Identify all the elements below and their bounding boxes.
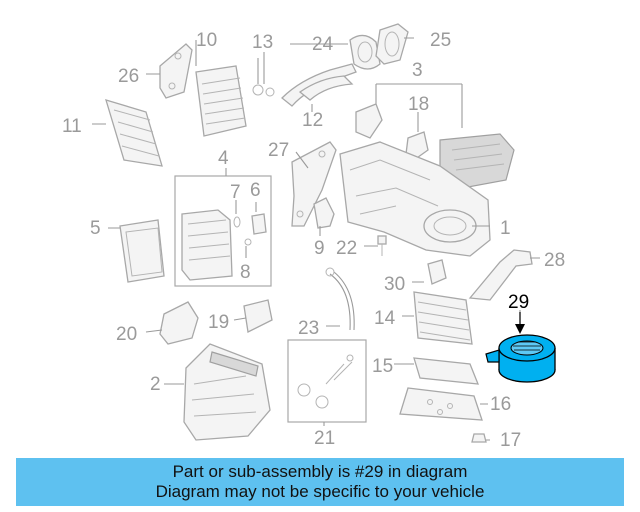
callout-8: 8: [240, 262, 251, 283]
leader-lines: [92, 37, 540, 441]
part-26-bracket: [159, 43, 193, 99]
part-11-heater-core: [105, 99, 163, 167]
part-10-evaporator: [195, 65, 247, 137]
banner-line-1: Part or sub-assembly is #29 in diagram: [172, 462, 468, 481]
callout-19: 19: [208, 312, 229, 333]
callout-26: 26: [118, 66, 139, 87]
callout-18: 18: [408, 94, 429, 115]
info-banner: Part or sub-assembly is #29 in diagram D…: [16, 458, 624, 506]
part-17-screw: [471, 433, 487, 443]
part-13-valve: [252, 52, 275, 97]
callout-23: 23: [298, 318, 319, 339]
callout-10: 10: [196, 30, 217, 51]
part-27-bracket: [291, 141, 337, 227]
part-21-box: [287, 339, 367, 423]
part-30-clip: [427, 259, 447, 285]
part-18-actuator: [405, 131, 429, 161]
callout-1: 1: [500, 218, 511, 239]
part-2-lower-housing: [183, 343, 271, 441]
part-14-filter: [413, 291, 473, 345]
callout-30: 30: [384, 274, 405, 295]
callout-14: 14: [374, 308, 396, 329]
callout-28: 28: [544, 250, 565, 271]
part-24-gasket: [349, 34, 381, 70]
callout-6: 6: [250, 180, 261, 201]
callout-9: 9: [314, 238, 325, 259]
part-19-actuator: [243, 299, 273, 333]
callout-2: 2: [150, 374, 161, 395]
callout-12: 12: [302, 110, 323, 131]
callout-27: 27: [268, 140, 289, 161]
part-15-channel: [413, 357, 480, 385]
callout-3: 3: [412, 60, 423, 81]
callout-15: 15: [372, 356, 393, 377]
callout-24: 24: [312, 34, 334, 55]
part-4-box: [174, 175, 272, 287]
part-12-pipe: [281, 63, 357, 107]
part-5-filter: [119, 219, 165, 283]
callout-20: 20: [116, 324, 137, 345]
part-22-bolt: [377, 235, 387, 256]
callout-11: 11: [62, 116, 82, 137]
part-9-sensor: [313, 197, 335, 229]
part-23-hose: [325, 267, 355, 331]
part-29-blower-motor: [485, 334, 556, 383]
callout-13: 13: [252, 32, 273, 53]
callout-25: 25: [430, 30, 451, 51]
part-1-hvac-housing: [339, 141, 491, 257]
callout-4: 4: [218, 148, 229, 169]
part-25-gasket: [375, 23, 409, 65]
callout-16: 16: [490, 394, 511, 415]
callout-5: 5: [90, 218, 101, 239]
callout-17: 17: [500, 430, 521, 451]
banner-line-2: Diagram may not be specific to your vehi…: [155, 482, 485, 501]
part-16-tray: [399, 387, 483, 421]
part-3-group: [355, 83, 515, 191]
callout-22: 22: [336, 238, 357, 259]
callout-7: 7: [230, 182, 241, 203]
callout-21: 21: [314, 428, 335, 449]
part-20-actuator: [159, 301, 199, 345]
callout-29: 29: [508, 292, 529, 313]
